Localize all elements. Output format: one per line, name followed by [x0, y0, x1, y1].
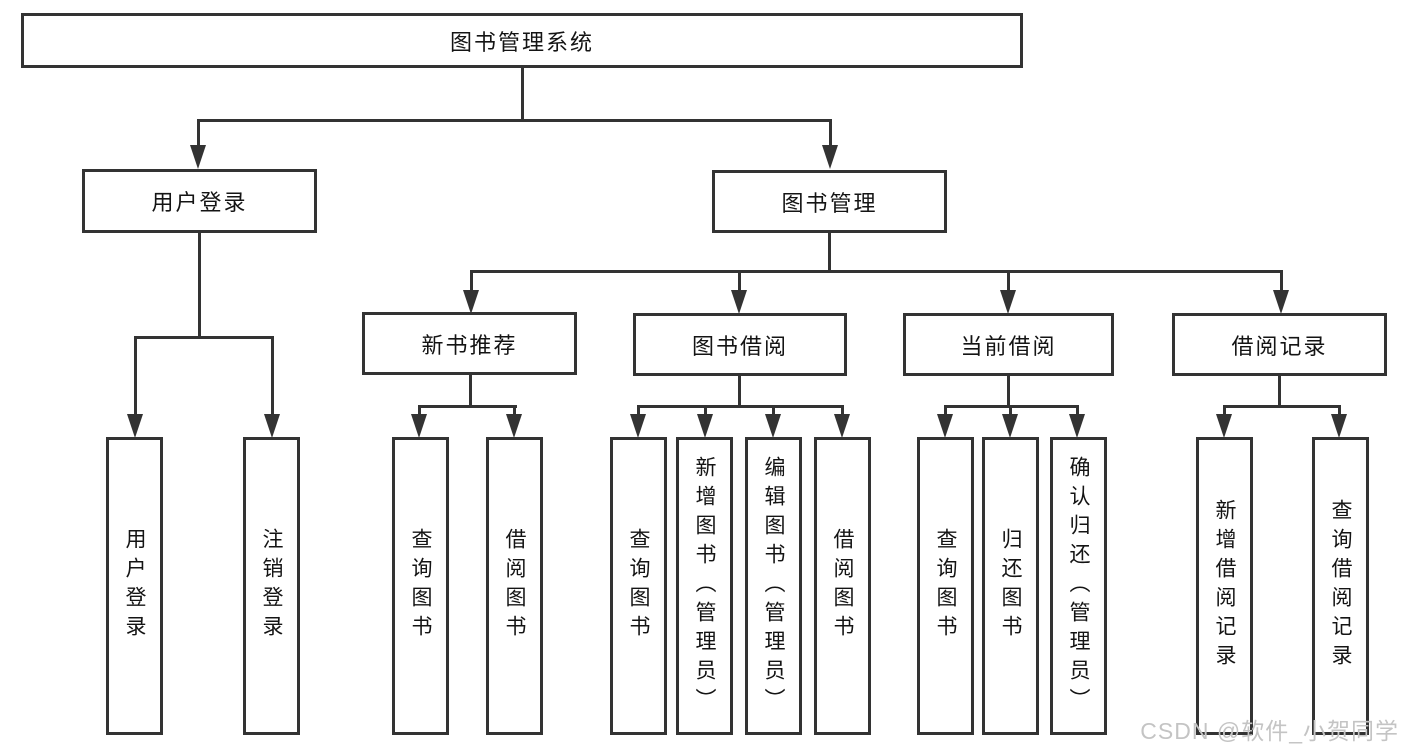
arrow-down-icon [1273, 290, 1289, 314]
arrow-down-icon [1069, 414, 1085, 438]
connector-line [1278, 376, 1281, 408]
connector-line [198, 233, 201, 339]
connector-line [637, 405, 640, 417]
connector-line [829, 119, 832, 147]
connector-line [1007, 376, 1010, 407]
connector-line [738, 270, 741, 292]
arrow-down-icon [264, 414, 280, 438]
connector-line [419, 405, 517, 408]
arrow-down-icon [1216, 414, 1232, 438]
leaf-borrow-books-borrow: 借阅图书 [814, 437, 871, 735]
connector-line [470, 270, 473, 292]
arrow-down-icon [731, 290, 747, 314]
connector-line [1076, 405, 1079, 417]
leaf-borrow-books-recommend: 借阅图书 [486, 437, 543, 735]
arrow-down-icon [630, 414, 646, 438]
connector-line [738, 376, 741, 407]
arrow-down-icon [822, 145, 838, 169]
connector-line [1007, 270, 1010, 292]
connector-line [1009, 405, 1012, 417]
connector-line [418, 405, 421, 417]
node-book-management: 图书管理 [712, 170, 947, 233]
leaf-add-book-admin: 新增图书（管理员） [676, 437, 733, 735]
leaf-add-borrow-record: 新增借阅记录 [1196, 437, 1253, 735]
arrow-down-icon [411, 414, 427, 438]
arrow-down-icon [1331, 414, 1347, 438]
connector-line [513, 405, 516, 417]
leaf-query-books-recommend: 查询图书 [392, 437, 449, 735]
node-borrow-records: 借阅记录 [1172, 313, 1387, 376]
node-new-book-recommend: 新书推荐 [362, 312, 577, 375]
arrow-down-icon [1002, 414, 1018, 438]
connector-line [271, 336, 274, 416]
arrow-down-icon [127, 414, 143, 438]
connector-line [1223, 405, 1226, 417]
leaf-query-borrow-record: 查询借阅记录 [1312, 437, 1369, 735]
connector-line [637, 405, 844, 408]
connector-line [828, 233, 831, 272]
connector-line [197, 119, 200, 147]
arrow-down-icon [190, 145, 206, 169]
watermark: CSDN @软件_小贺同学 [1140, 718, 1399, 744]
connector-line [1223, 405, 1341, 408]
node-book-borrow: 图书借阅 [633, 313, 847, 376]
connector-line [471, 270, 1283, 273]
connector-line [1280, 270, 1283, 292]
connector-line [469, 375, 472, 407]
arrow-down-icon [1000, 290, 1016, 314]
connector-line [134, 336, 274, 339]
connector-line [772, 405, 775, 417]
arrow-down-icon [506, 414, 522, 438]
leaf-edit-book-admin: 编辑图书（管理员） [745, 437, 802, 735]
connector-line [521, 68, 524, 121]
leaf-confirm-return-admin: 确认归还（管理员） [1050, 437, 1107, 735]
arrow-down-icon [765, 414, 781, 438]
leaf-logout: 注销登录 [243, 437, 300, 735]
arrow-down-icon [834, 414, 850, 438]
arrow-down-icon [937, 414, 953, 438]
node-library-system: 图书管理系统 [21, 13, 1023, 68]
node-current-borrow: 当前借阅 [903, 313, 1114, 376]
node-user-login: 用户登录 [82, 169, 317, 233]
leaf-user-login: 用户登录 [106, 437, 163, 735]
connector-line [841, 405, 844, 417]
leaf-return-books: 归还图书 [982, 437, 1039, 735]
arrow-down-icon [697, 414, 713, 438]
leaf-query-books-current: 查询图书 [917, 437, 974, 735]
connector-line [704, 405, 707, 417]
connector-line [1338, 405, 1341, 417]
connector-line [197, 119, 832, 122]
connector-line [944, 405, 947, 417]
leaf-query-books-borrow: 查询图书 [610, 437, 667, 735]
connector-line [134, 336, 137, 416]
arrow-down-icon [463, 290, 479, 314]
